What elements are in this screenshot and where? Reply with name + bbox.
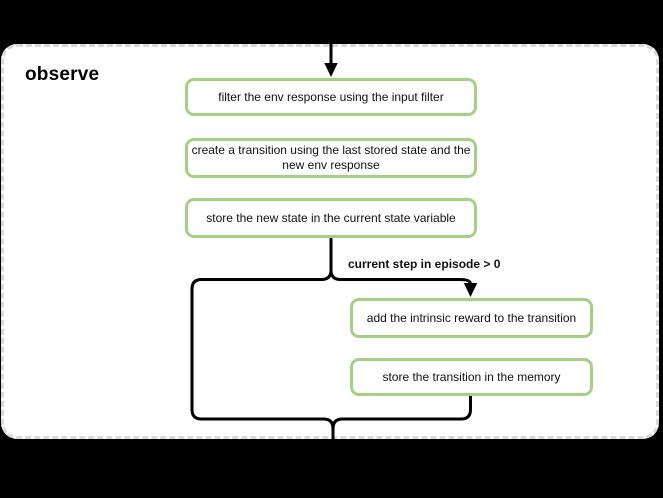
step-store-transition-memory: store the transition in the memory <box>350 358 593 396</box>
step-label-line2: new env response <box>282 158 380 172</box>
step-add-intrinsic-reward: add the intrinsic reward to the transiti… <box>350 298 593 338</box>
step-label-line1: create a transition using the last store… <box>191 143 471 157</box>
step-label: store the transition in the memory <box>382 369 561 384</box>
step-label: filter the env response using the input … <box>218 89 444 104</box>
step-store-new-state: store the new state in the current state… <box>185 198 477 238</box>
branch-condition-label: current step in episode > 0 <box>348 257 501 271</box>
group-title: observe <box>25 64 100 85</box>
step-label: store the new state in the current state… <box>206 210 456 225</box>
step-filter-env-response: filter the env response using the input … <box>185 78 477 116</box>
step-create-transition: create a transition using the last store… <box>185 138 477 178</box>
step-label: add the intrinsic reward to the transiti… <box>366 310 577 325</box>
